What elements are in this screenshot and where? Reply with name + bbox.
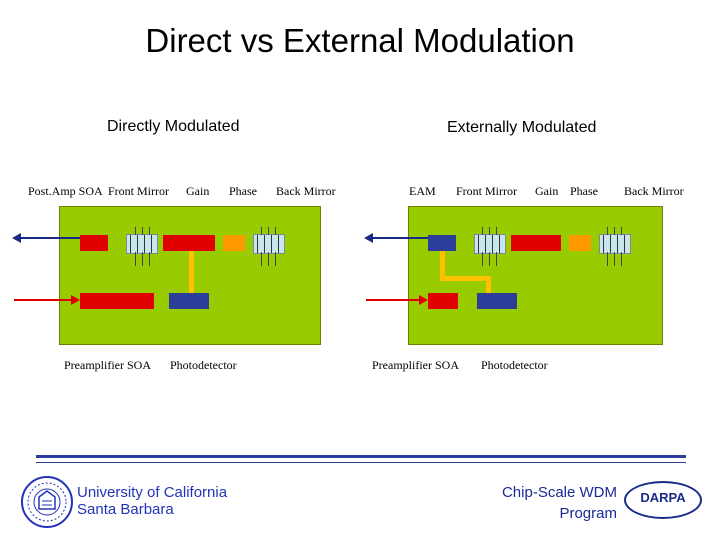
ucsb-seal-logo — [20, 475, 74, 534]
program-line-1: Chip-Scale WDM — [501, 484, 617, 501]
label-back-mirror: Back Mirror — [276, 184, 336, 198]
direct-modulation-chip — [59, 206, 321, 345]
footer-divider-thin — [36, 462, 686, 463]
postamp-soa-block — [80, 235, 108, 251]
front-mirror-contacts-top — [132, 227, 154, 235]
output-arrow-left — [12, 233, 80, 243]
label-eam: EAM — [409, 184, 436, 198]
university-line-1: University of California — [77, 484, 228, 501]
waveguide-connector-vertical-1 — [440, 251, 445, 279]
waveguide-connector-vertical-2 — [486, 276, 491, 298]
university-name: University of California Santa Barbara — [77, 484, 227, 518]
label-postamp-soa: Post.Amp SOA — [28, 184, 103, 198]
front-mirror-contacts-top-right — [479, 227, 501, 235]
label-preamplifier-soa: Preamplifier SOA — [64, 358, 151, 372]
input-arrow-right — [366, 295, 428, 305]
label-photodetector-right: Photodetector — [481, 358, 548, 372]
photodetector-block — [169, 293, 209, 309]
label-phase-right: Phase — [570, 184, 598, 198]
darpa-logo-text: DARPA — [640, 490, 686, 505]
label-front-mirror: Front Mirror — [108, 184, 169, 198]
preamplifier-soa-block-right — [428, 293, 458, 309]
externally-modulated-heading: Externally Modulated — [447, 119, 597, 136]
eam-block — [428, 235, 456, 251]
page-title: Direct vs External Modulation — [145, 22, 575, 59]
external-modulation-chip — [408, 206, 663, 345]
label-photodetector: Photodetector — [170, 358, 237, 372]
footer-divider — [36, 455, 686, 458]
output-arrow-right — [364, 233, 428, 243]
directly-modulated-heading: Directly Modulated — [107, 118, 240, 135]
label-back-mirror-right: Back Mirror — [624, 184, 684, 198]
back-mirror-contacts-bottom — [258, 252, 280, 266]
program-name: Chip-Scale WDM Program — [470, 482, 617, 524]
front-mirror-grating — [126, 234, 158, 254]
back-mirror-contacts-top-right — [604, 227, 626, 235]
back-mirror-grating — [253, 234, 285, 254]
darpa-logo: DARPA — [624, 481, 702, 519]
photodetector-block-right — [477, 293, 517, 309]
waveguide-connector — [189, 251, 194, 293]
front-mirror-grating-right — [474, 234, 506, 254]
label-preamplifier-soa-right: Preamplifier SOA — [372, 358, 459, 372]
phase-section-block-right — [569, 235, 591, 251]
input-arrow-left — [14, 295, 80, 305]
label-gain: Gain — [186, 184, 210, 198]
preamplifier-soa-block — [80, 293, 154, 309]
university-line-2: Santa Barbara — [77, 501, 174, 518]
gain-section-block-right — [511, 235, 561, 251]
front-mirror-contacts-bottom-right — [479, 252, 501, 266]
back-mirror-grating-right — [599, 234, 631, 254]
front-mirror-contacts-bottom — [132, 252, 154, 266]
label-front-mirror-right: Front Mirror — [456, 184, 517, 198]
label-gain-right: Gain — [535, 184, 559, 198]
back-mirror-contacts-top — [258, 227, 280, 235]
back-mirror-contacts-bottom-right — [604, 252, 626, 266]
label-phase: Phase — [229, 184, 257, 198]
program-line-2: Program — [559, 505, 617, 522]
waveguide-connector-horizontal — [440, 276, 490, 281]
phase-section-block — [223, 235, 245, 251]
gain-section-block — [163, 235, 215, 251]
